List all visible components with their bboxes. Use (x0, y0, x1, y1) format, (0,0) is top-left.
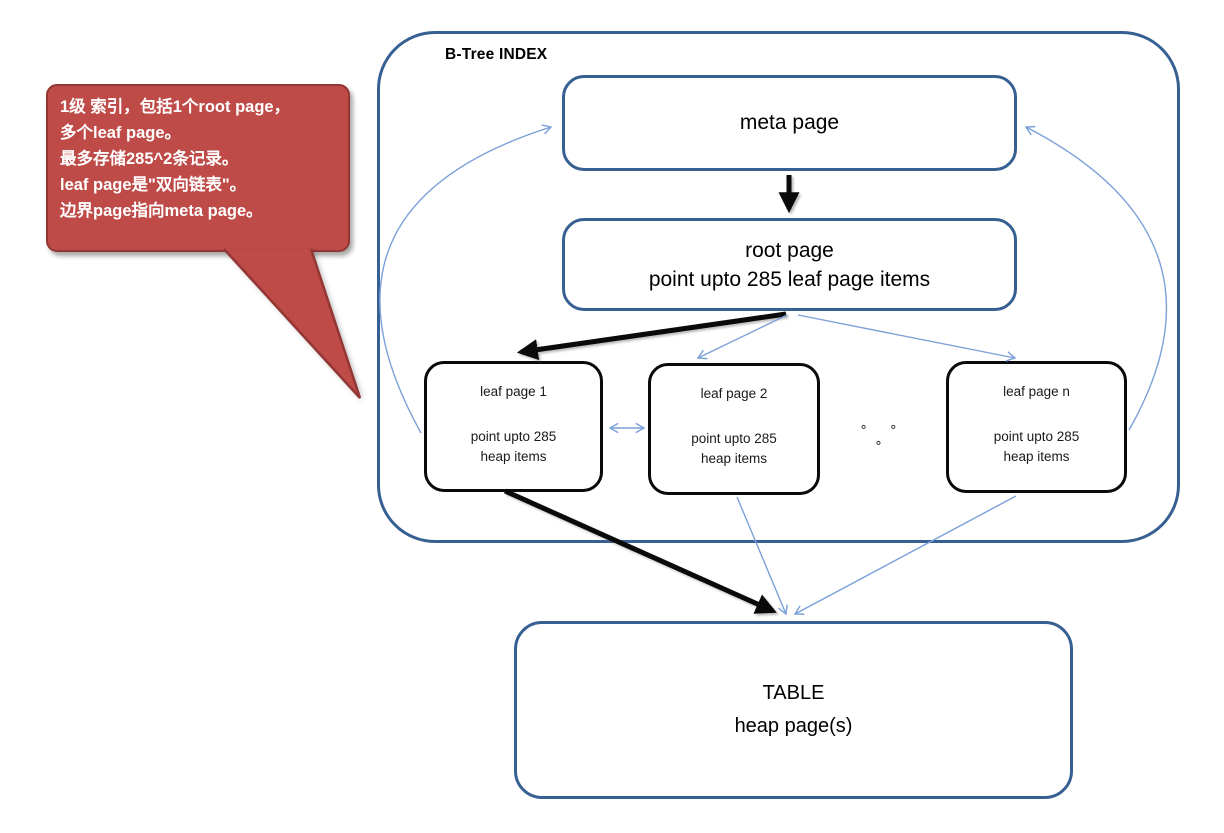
root-page-title: root page (745, 238, 834, 262)
leaf-page-1-box: leaf page 1 point upto 285 heap items (424, 361, 603, 492)
annotation-callout-tail (224, 249, 360, 398)
leaf-page-n-title: leaf page n (1003, 384, 1070, 399)
root-page-box: root page point upto 285 leaf page items (562, 218, 1017, 311)
annotation-line-3: 最多存储285^2条记录。 (60, 150, 239, 168)
meta-page-box: meta page (562, 75, 1017, 171)
annotation-callout-tail-border (223, 248, 362, 399)
leaf-page-2-box: leaf page 2 point upto 285 heap items (648, 363, 820, 495)
annotation-line-2: 多个leaf page。 (60, 124, 182, 142)
btree-index-group-label: B-Tree INDEX (445, 46, 548, 63)
leaf-page-1-body: point upto 285 heap items (471, 427, 557, 467)
leaf-page-1-body-line1: point upto 285 (470, 429, 557, 444)
annotation-line-1: 1级 索引，包括1个root page， (60, 98, 291, 116)
leaf-page-n-body: point upto 285 heap items (994, 427, 1080, 467)
leaf-pages-ellipsis: ∘ ∘ ∘ (859, 419, 907, 450)
meta-page-label: meta page (739, 111, 840, 134)
table-heap-subtitle: heap page(s) (734, 715, 853, 737)
leaf-page-1-title: leaf page 1 (480, 384, 547, 399)
leaf-page-2-body-line2: heap items (700, 451, 768, 466)
leaf-page-1-body-line2: heap items (480, 449, 547, 464)
leaf-page-n-body-line1: point upto 285 (993, 429, 1080, 444)
leaf-page-n-body-line2: heap items (1003, 449, 1070, 464)
leaf-page-2-body-line1: point upto 285 (691, 431, 777, 446)
annotation-line-4: leaf page是"双向链表"。 (60, 176, 247, 194)
annotation-callout: 1级 索引，包括1个root page， 多个leaf page。 最多存储28… (46, 84, 350, 252)
leaf-page-2-body: point upto 285 heap items (691, 429, 777, 469)
root-page-subtitle: point upto 285 leaf page items (648, 267, 931, 291)
table-heap-box: TABLE heap page(s) (514, 621, 1073, 799)
table-heap-title: TABLE (762, 682, 825, 704)
annotation-line-5: 边界page指向meta page。 (60, 202, 263, 220)
leaf-page-2-title: leaf page 2 (700, 386, 768, 401)
leaf-page-n-box: leaf page n point upto 285 heap items (946, 361, 1127, 493)
